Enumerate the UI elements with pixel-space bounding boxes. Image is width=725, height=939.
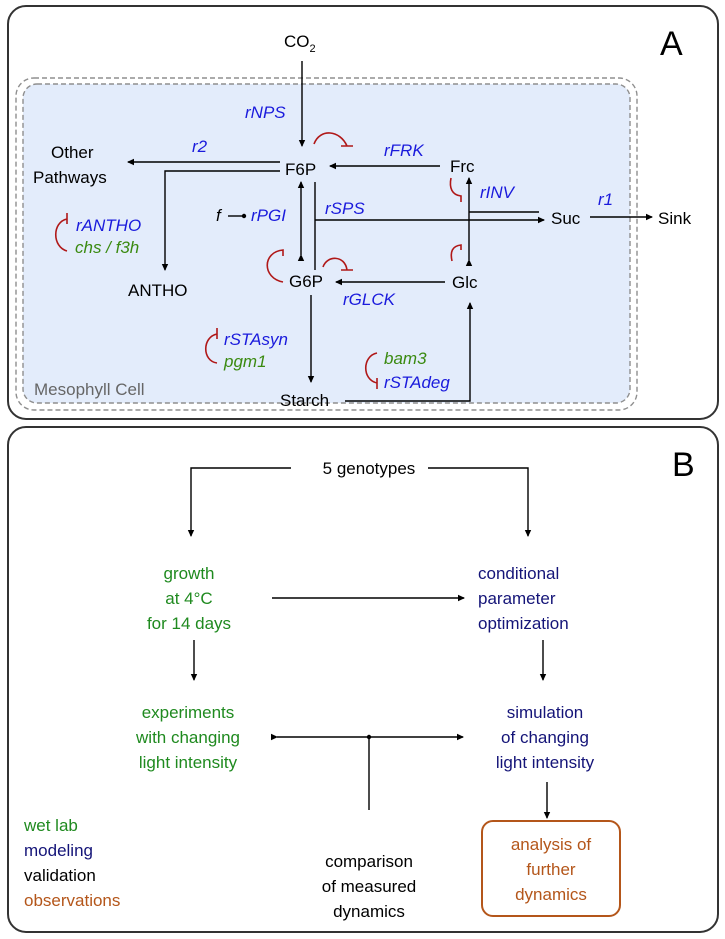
reaction-rpgi: rPGI <box>251 206 286 225</box>
inhibition-starch-syn <box>204 328 218 364</box>
legend-validation: validation <box>24 866 96 885</box>
analysis-text-1: analysis of <box>511 835 592 854</box>
edge-f6p-antho <box>161 170 280 271</box>
gene-bam3: bam3 <box>384 349 427 368</box>
inhibition-glc <box>450 244 462 262</box>
panel-b-label: B <box>672 446 695 484</box>
experiments-line-3: light intensity <box>139 753 238 772</box>
node-starch: Starch <box>280 391 329 410</box>
inhibition-g6p-right <box>322 257 353 271</box>
reaction-rglck: rGLCK <box>343 290 396 309</box>
node-sink: Sink <box>658 209 692 228</box>
legend-observations: observations <box>24 891 120 910</box>
growth-line-2: at 4°C <box>165 589 212 608</box>
param-line-1: conditional <box>478 564 559 583</box>
legend: wet lab modeling validation observations <box>23 816 120 910</box>
box-simulation: simulation of changing light intensity <box>496 703 595 772</box>
comparison-line-2: of measured <box>322 877 417 896</box>
edge-starch-glc <box>345 302 474 402</box>
comparison-line-1: comparison <box>325 852 413 871</box>
mesophyll-region-outer <box>15 77 638 411</box>
mesophyll-region-inner <box>22 83 631 404</box>
box-growth: growth at 4°C for 14 days <box>147 564 231 633</box>
reaction-rantho: rANTHO <box>76 216 141 235</box>
box-comparison: comparison of measured dynamics <box>322 852 417 921</box>
legend-modeling: modeling <box>24 841 93 860</box>
node-glc: Glc <box>452 273 478 292</box>
reaction-rstadeg: rSTAdeg <box>384 373 450 392</box>
node-f6p: F6P <box>285 160 316 179</box>
box-parameter-optimization: conditional parameter optimization <box>478 564 569 633</box>
simulation-line-1: simulation <box>507 703 584 722</box>
panel-a-label: A <box>660 25 683 63</box>
node-antho: ANTHO <box>128 281 188 300</box>
analysis-outline <box>481 820 621 917</box>
inhibition-frc <box>449 177 462 202</box>
inhibition-antho <box>54 213 68 252</box>
reaction-rnps: rNPS <box>245 103 286 122</box>
experiments-line-1: experiments <box>142 703 235 722</box>
inhibition-f6p <box>313 132 353 147</box>
edge-genotypes-growth <box>187 467 291 537</box>
node-other-pathways-line1: Other <box>51 143 94 162</box>
edge-genotypes-optim <box>428 467 532 537</box>
reaction-r1: r1 <box>598 190 613 209</box>
reaction-rinv: rINV <box>480 183 516 202</box>
box-experiments: experiments with changing light intensit… <box>135 703 240 772</box>
reaction-rstasyn: rSTAsyn <box>224 330 288 349</box>
reaction-rsps: rSPS <box>325 199 365 218</box>
experiments-line-2: with changing <box>135 728 240 747</box>
analysis-text-2: further <box>526 860 575 879</box>
param-line-2: parameter <box>478 589 556 608</box>
growth-line-1: growth <box>163 564 214 583</box>
node-g6p: G6P <box>289 272 323 291</box>
node-co2: CO2 <box>284 32 316 55</box>
node-5-genotypes: 5 genotypes <box>323 459 416 478</box>
node-f: f <box>216 206 223 225</box>
compartment-label: Mesophyll Cell <box>34 380 145 399</box>
gene-pgm1: pgm1 <box>223 352 267 371</box>
reaction-r2: r2 <box>192 137 208 156</box>
panel-b-frame <box>7 426 719 933</box>
inhibition-starch-deg <box>364 352 378 389</box>
growth-line-3: for 14 days <box>147 614 231 633</box>
simulation-line-3: light intensity <box>496 753 595 772</box>
gene-chs-f3h: chs / f3h <box>75 238 139 257</box>
box-analysis: analysis of <box>481 820 621 917</box>
legend-wet-lab: wet lab <box>23 816 78 835</box>
analysis-text-3: dynamics <box>515 885 587 904</box>
comparison-line-3: dynamics <box>333 902 405 921</box>
reaction-rfrk: rFRK <box>384 141 424 160</box>
node-frc: Frc <box>450 157 475 176</box>
node-other-pathways-line2: Pathways <box>33 168 107 187</box>
param-line-3: optimization <box>478 614 569 633</box>
simulation-line-2: of changing <box>501 728 589 747</box>
inhibition-g6p-left <box>266 249 284 283</box>
node-suc: Suc <box>551 209 581 228</box>
